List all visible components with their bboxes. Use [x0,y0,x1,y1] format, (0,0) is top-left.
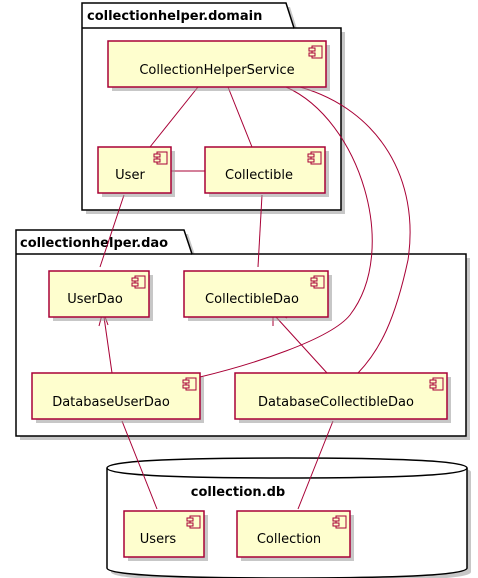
component-label: User [115,168,145,183]
component-users: Users [123,510,208,561]
component-icon [308,45,323,59]
edge-service-user [149,86,199,148]
component-label: Collectible [225,168,293,183]
component-collectible: Collectible [204,146,329,197]
edge-databasecollectibledao-collectibledao [275,316,328,374]
package-domain-title: collectionhelper.domain [87,9,262,24]
edge-service-collectible [227,86,253,148]
component-icon [153,151,168,165]
package-dao-title: collectionhelper.dao [20,236,168,251]
edges [98,86,411,510]
edge-databaseuserdao-users [121,420,158,510]
component-icon [332,515,347,529]
component-icon [186,515,201,529]
component-label: CollectibleDao [205,292,299,307]
component-icon [182,377,197,391]
component-label: DatabaseCollectibleDao [258,395,414,410]
component-collection: Collection [236,510,354,561]
component-icon [131,275,146,289]
component-label: Users [140,532,177,547]
edge-service-databaseuserdao [199,86,373,378]
component-icon [310,275,325,289]
component-collection-helper-service: CollectionHelperService [107,40,330,91]
component-collectibledao: CollectibleDao [183,270,332,321]
component-databasecollectibledao: DatabaseCollectibleDao [234,372,451,423]
component-icon [307,151,322,165]
component-icon [429,377,444,391]
edge-databasecollectibledao-collection [297,420,334,510]
database-title: collection.db [191,485,285,500]
component-databaseuserdao: DatabaseUserDao [31,372,204,423]
component-label: DatabaseUserDao [52,395,170,410]
component-userdao: UserDao [48,270,153,321]
component-user: User [97,146,175,197]
edge-user-userdao [99,194,125,268]
edge-service-databasecollectibledao [299,86,411,374]
edge-databaseuserdao-userdao [103,316,113,374]
component-label: CollectionHelperService [139,63,294,78]
edge-collectible-collectibledao [257,194,263,268]
component-label: UserDao [67,292,123,307]
component-label: Collection [257,532,321,547]
